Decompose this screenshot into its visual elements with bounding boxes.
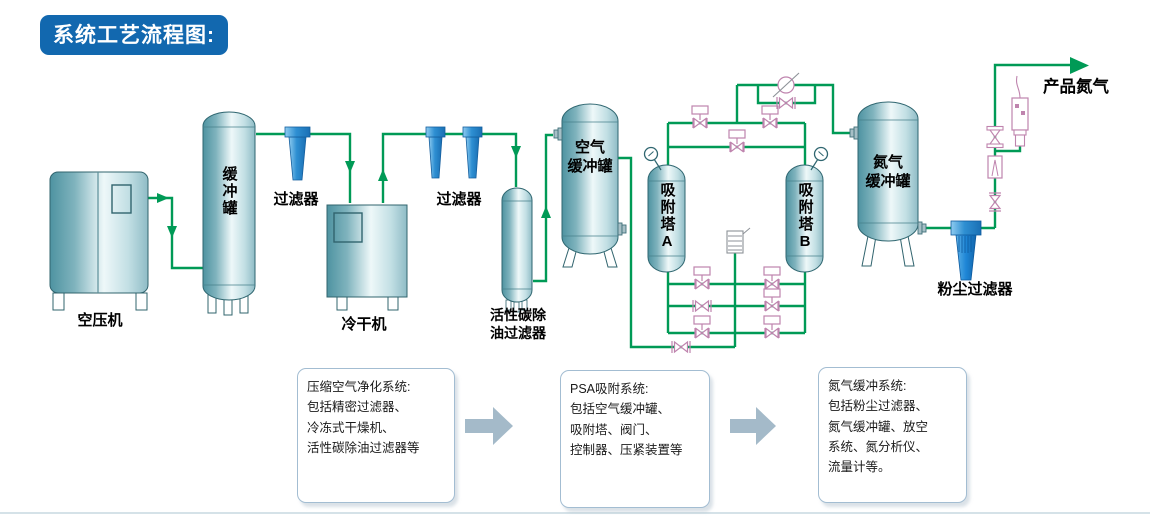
nitrogen-tank-label: 氮气 缓冲罐 xyxy=(865,153,910,191)
nitrogen-tank-label-line2: 缓冲罐 xyxy=(865,173,911,190)
air-buffer-tank-label-line2: 缓冲罐 xyxy=(567,158,613,175)
pneumatic-valve-icon xyxy=(691,105,709,129)
pipe-nozzle-icon xyxy=(849,126,859,140)
info-box-nitrogen-buffer: 氮气缓冲系统: 包括粉尘过滤器、 氮气缓冲罐、放空 系统、氮分析仪、 流量计等。 xyxy=(818,367,967,503)
info-box-psa-system: PSA吸附系统: 包括空气缓冲罐、 吸附塔、阀门、 控制器、压紧装置等 xyxy=(560,370,710,508)
info-line: 包括精密过滤器、 xyxy=(307,400,408,415)
manual-valve-icon xyxy=(692,299,712,313)
dust-filter-label: 粉尘过滤器 xyxy=(937,281,1013,298)
info-line: 活性碳除油过滤器等 xyxy=(307,440,420,455)
filter-label-2: 过滤器 xyxy=(436,191,482,208)
pressure-gauge-icon xyxy=(643,146,662,171)
pressure-gauge-icon xyxy=(810,146,829,171)
dryer-label: 冷干机 xyxy=(341,316,387,333)
tower-b-label: 吸附塔B xyxy=(796,182,814,252)
info-line: 系统、氮分析仪、 xyxy=(828,439,929,454)
pneumatic-valve-icon xyxy=(693,266,711,290)
carbon-filter-vessel-shape xyxy=(501,187,533,313)
pneumatic-valve-icon xyxy=(763,266,781,290)
info-line: 冷冻式干燥机、 xyxy=(307,420,395,435)
pneumatic-valve-icon xyxy=(728,129,746,153)
adsorption-tower-a-shape xyxy=(647,164,686,273)
nitrogen-buffer-tank-shape xyxy=(857,101,919,267)
buffer-tank-shape xyxy=(202,111,256,316)
info-line: 包括粉尘过滤器、 xyxy=(828,399,929,414)
muffler-icon xyxy=(726,227,751,254)
manual-valve-icon xyxy=(776,96,796,110)
refrigerated-dryer-shape xyxy=(326,204,408,311)
compressor-label: 空压机 xyxy=(77,312,123,329)
tower-a-label: 吸附塔A xyxy=(658,182,676,252)
inline-filter-pair-icon xyxy=(425,126,483,179)
carbon-filter-label-line2: 油过滤器 xyxy=(490,325,546,341)
pneumatic-valve-icon xyxy=(763,288,781,312)
pipe-nozzle-icon xyxy=(553,127,563,141)
info-line: 控制器、压紧装置等 xyxy=(570,442,683,457)
manual-valve-icon xyxy=(988,192,1002,212)
flow-meter-icon xyxy=(987,155,1003,179)
pneumatic-valve-icon xyxy=(761,105,779,129)
info-line: 氮气缓冲系统: xyxy=(828,379,907,393)
nitrogen-tank-label-line1: 氮气 xyxy=(872,154,904,171)
air-buffer-tank-label: 空气 缓冲罐 xyxy=(567,138,612,176)
info-box-air-purification: 压缩空气净化系统: 包括精密过滤器、 冷冻式干燥机、 活性碳除油过滤器等 xyxy=(297,368,455,503)
air-buffer-tank-shape xyxy=(561,103,619,268)
pneumatic-valve-icon xyxy=(693,315,711,339)
adsorption-tower-b-shape xyxy=(785,164,824,273)
pressure-regulator-icon xyxy=(986,125,1004,149)
air-compressor-shape xyxy=(49,171,149,311)
air-buffer-tank-label-line1: 空气 xyxy=(574,139,606,156)
inline-filter-icon xyxy=(284,126,311,181)
manual-valve-icon xyxy=(671,340,691,354)
info-line: 吸附塔、阀门、 xyxy=(570,422,658,437)
pipe-nozzle-icon xyxy=(917,221,927,235)
valves-and-instruments xyxy=(553,72,1029,354)
nitrogen-analyzer-icon xyxy=(1011,75,1029,147)
carbon-filter-label-line1: 活性碳除 xyxy=(490,307,546,323)
section-arrow-icons xyxy=(465,407,776,445)
info-line: PSA吸附系统: xyxy=(570,382,649,396)
page-title: 系统工艺流程图: xyxy=(40,15,228,55)
info-line: 包括空气缓冲罐、 xyxy=(570,402,671,417)
info-line: 压缩空气净化系统: xyxy=(307,380,411,394)
product-nitrogen-label: 产品氮气 xyxy=(1043,78,1109,96)
buffer-tank-label: 缓冲罐 xyxy=(220,166,238,217)
flow-arrow-icons xyxy=(157,57,1089,238)
pipe-nozzle-icon xyxy=(617,222,627,236)
carbon-filter-label: 活性碳除 油过滤器 xyxy=(490,306,546,342)
pneumatic-valve-icon xyxy=(763,315,781,339)
info-line: 氮气缓冲罐、放空 xyxy=(828,419,929,434)
filter-label-1: 过滤器 xyxy=(273,191,319,208)
info-line: 流量计等。 xyxy=(828,460,891,474)
dust-filter-icon xyxy=(950,220,982,281)
